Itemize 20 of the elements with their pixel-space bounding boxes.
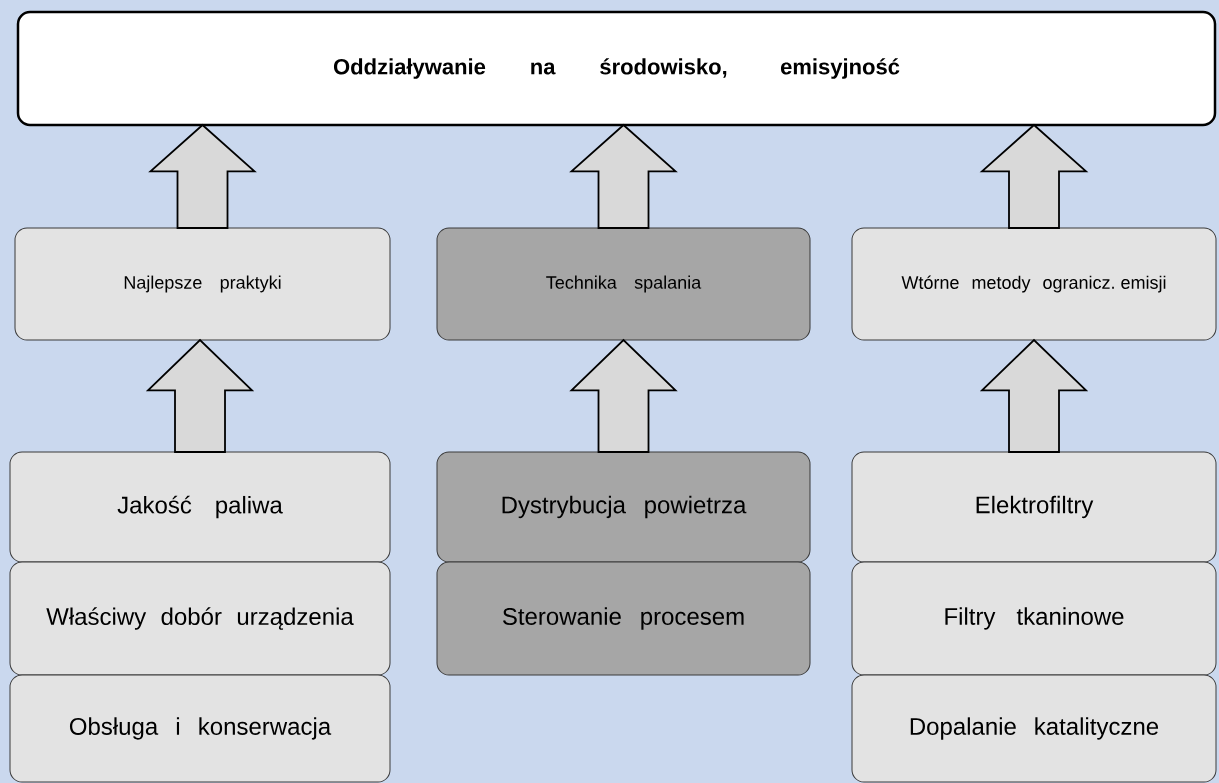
category-box: Wtórne metody ogranicz. emisji <box>851 227 1217 341</box>
factor-box: Dopalanie katalityczne <box>851 674 1217 783</box>
node-label: Filtry tkaninowe <box>945 607 1124 630</box>
category-box: Najlepsze praktyki <box>14 227 391 341</box>
block-arrow <box>569 338 678 453</box>
factor-box: Filtry tkaninowe <box>851 561 1217 676</box>
block-arrow <box>148 123 257 229</box>
block-arrow <box>569 123 678 229</box>
category-box: Technika spalania <box>436 227 811 341</box>
factor-box: Jakość paliwa <box>9 451 391 563</box>
block-arrow <box>145 338 255 453</box>
block-arrow <box>979 123 1089 229</box>
node-label: Elektrofiltry <box>976 495 1094 519</box>
factor-box: Obsługa i konserwacja <box>9 674 391 783</box>
factor-box: Dystrybucja powietrza <box>436 451 811 563</box>
block-arrow <box>979 338 1089 453</box>
factor-box: Właściwy dobór urządzenia <box>9 561 391 676</box>
factor-box: Sterowanie procesem <box>436 561 811 676</box>
factor-box: Elektrofiltry <box>851 451 1217 563</box>
title-box: Oddziaływanie na środowisko, emisyjność <box>16 10 1217 127</box>
